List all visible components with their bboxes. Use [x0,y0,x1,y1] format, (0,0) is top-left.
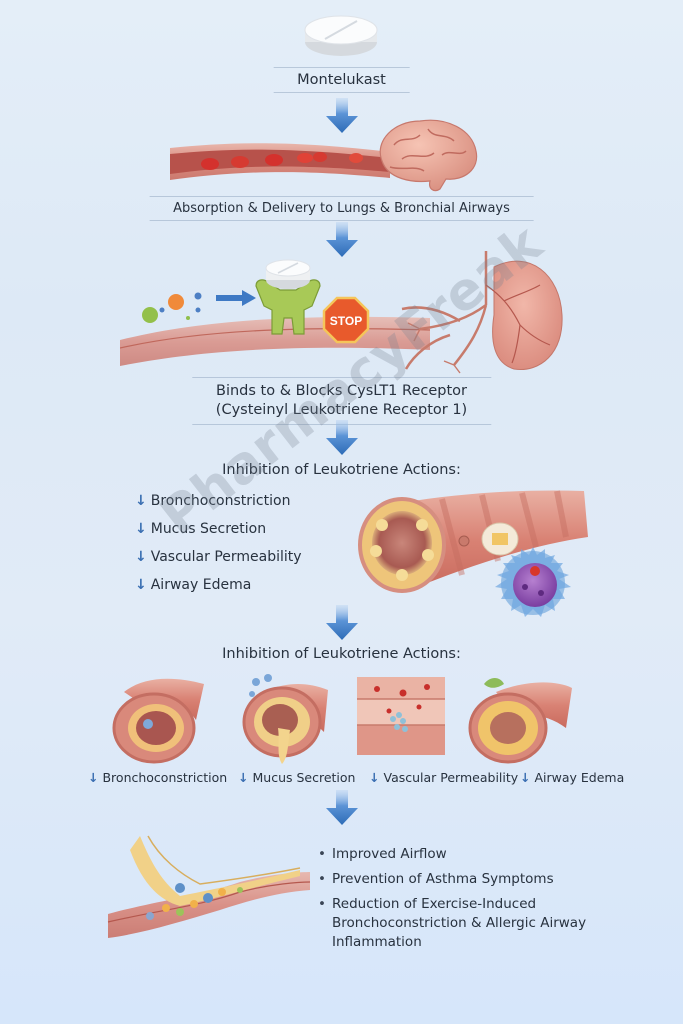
leukotriene-molecules-icon [140,290,220,330]
arrow-down-icon [325,222,359,258]
item-text: Bronchoconstriction [150,493,291,509]
down-arrow-icon: ↓ [135,521,147,537]
panel-label-mucus: ↓Mucus Secretion [238,770,355,785]
arrow-down-icon [325,790,359,826]
inhibition-item: ↓Vascular Permeability [135,543,302,571]
down-arrow-icon: ↓ [135,577,147,593]
down-arrow-icon: ↓ [135,493,147,509]
panel-label-bronchoconstriction: ↓Bronchoconstriction [88,770,227,785]
receptor-icon [252,258,324,342]
lungs-icon [390,245,570,379]
outcome-item: Prevention of Asthma Symptoms [318,870,618,889]
inhibition-item: ↓Airway Edema [135,571,302,599]
brain-icon [372,115,484,199]
panel-text: Vascular Permeability [383,770,519,785]
outcome-list: Improved Airflow Prevention of Asthma Sy… [318,845,618,958]
constricted-airway-icon [104,672,208,768]
down-arrow-icon: ↓ [238,770,249,785]
down-arrow-icon: ↓ [369,770,380,785]
vessel-wall-icon [355,675,447,761]
down-arrow-icon: ↓ [520,770,531,785]
absorption-label: Absorption & Delivery to Lungs & Bronchi… [149,196,534,221]
down-arrow-icon: ↓ [135,549,147,565]
inhibition-list: ↓Bronchoconstriction ↓Mucus Secretion ↓V… [135,487,302,599]
item-text: Mucus Secretion [150,521,267,537]
panel-label-edema: ↓Airway Edema [520,770,624,785]
item-text: Vascular Permeability [150,549,302,565]
inhibition-title-2: Inhibition of Leukotriene Actions: [222,646,461,662]
arrow-down-icon [325,98,359,134]
panel-label-vascular: ↓Vascular Permeability [369,770,518,785]
panel-text: Airway Edema [534,770,625,785]
inhibition-item: ↓Bronchoconstriction [135,487,302,515]
immune-cell-icon [493,547,573,623]
airway-tube-icon [352,485,592,604]
item-text: Airway Edema [150,577,252,593]
drug-name: Montelukast [297,72,386,88]
arrow-down-icon [325,605,359,641]
inhibition-title-1: Inhibition of Leukotriene Actions: [222,462,461,478]
outcome-item: Reduction of Exercise-Induced Bronchocon… [318,895,618,952]
binding-text: Binds to & Blocks CysLT1 Receptor [215,383,467,399]
drug-label: Montelukast [273,67,410,93]
tablet-icon [303,12,379,64]
absorption-text: Absorption & Delivery to Lungs & Bronchi… [173,201,510,216]
panel-text: Mucus Secretion [252,770,356,785]
inhibition-item: ↓Mucus Secretion [135,515,302,543]
down-arrow-icon: ↓ [88,770,99,785]
open-airway-icon [100,830,311,944]
svg-text:STOP: STOP [330,314,362,328]
blood-vessel-icon [170,138,390,192]
mucus-airway-icon [238,672,332,771]
stop-sign-icon: STOP [322,296,370,348]
panel-text: Bronchoconstriction [102,770,228,785]
arrow-down-icon [325,420,359,456]
arrow-right-icon [216,290,256,310]
binding-subtext: (Cysteinyl Leukotriene Receptor 1) [215,402,468,418]
outcome-item: Improved Airflow [318,845,618,864]
edema-airway-icon [466,672,576,770]
